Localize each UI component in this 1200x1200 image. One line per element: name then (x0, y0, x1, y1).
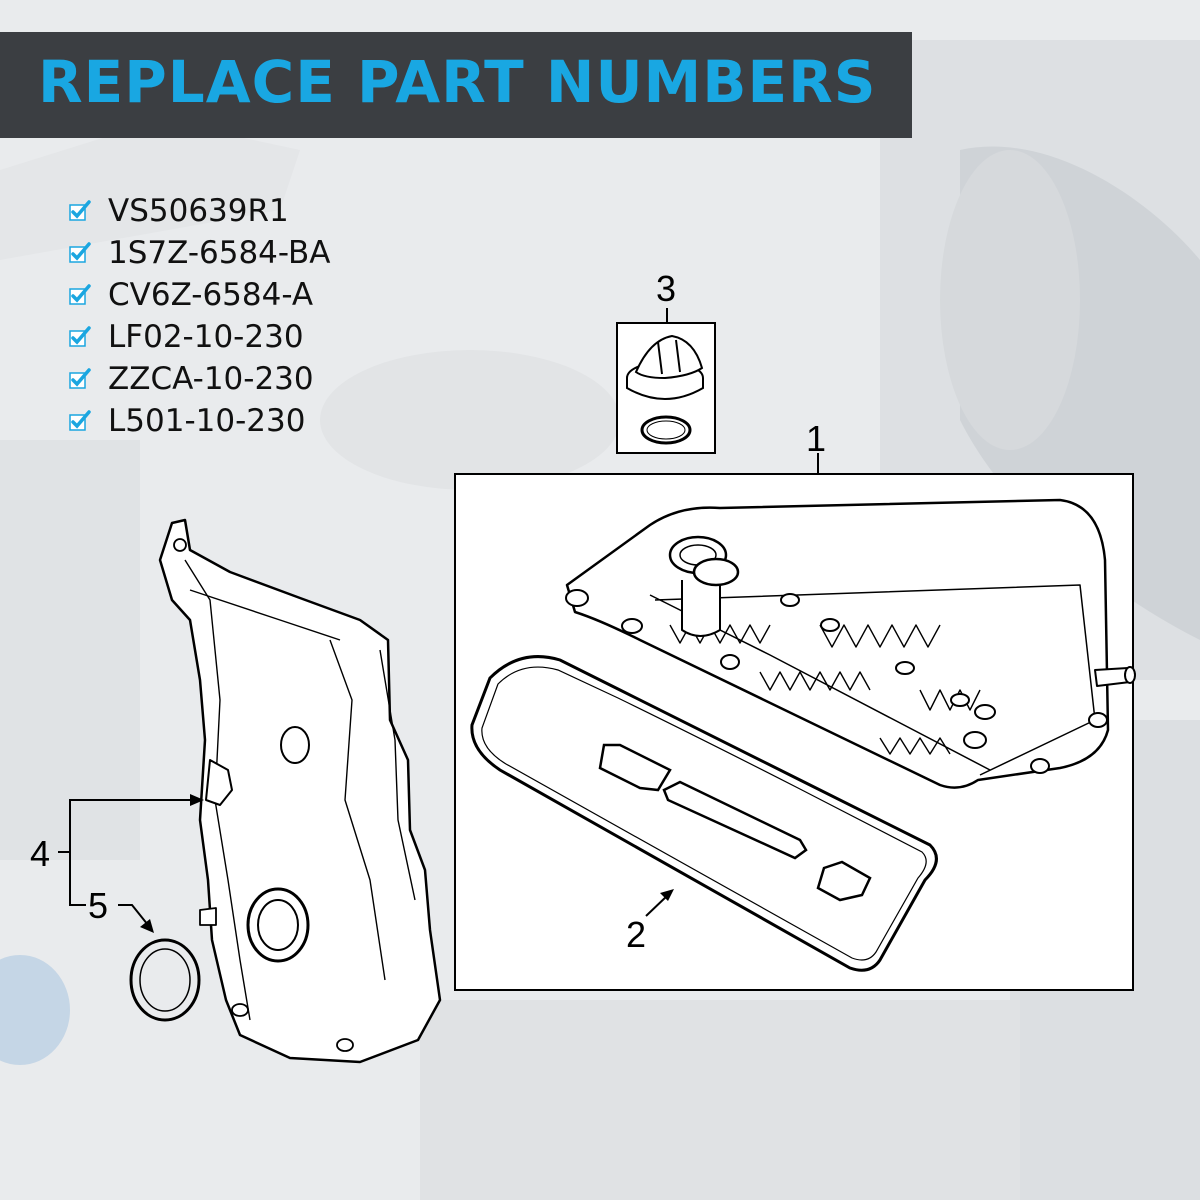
list-item: VS50639R1 (68, 190, 330, 232)
list-item: L501-10-230 (68, 400, 330, 442)
part-number: VS50639R1 (108, 193, 289, 229)
timing-cover-icon (158, 518, 442, 1064)
callout-bracket-4-5 (58, 799, 194, 926)
o-ring-icon (640, 415, 692, 445)
oil-cap-inset (616, 308, 716, 454)
banner-title: REPLACE PART NUMBERS (38, 48, 877, 116)
list-item: ZZCA-10-230 (68, 358, 330, 400)
title-banner: REPLACE PART NUMBERS (0, 32, 912, 138)
callout-label-2: 2 (626, 914, 647, 955)
callout-label-4: 4 (30, 833, 51, 874)
valve-cover-gasket-icon (470, 655, 938, 972)
callout-label-1: 1 (806, 418, 827, 459)
callout-arrowhead-4 (190, 794, 204, 806)
oil-filler-cap-icon (626, 334, 704, 400)
callout-label-3: 3 (656, 268, 677, 309)
callout-arrowhead-5 (140, 919, 154, 933)
part-number-list: VS50639R1 1S7Z-6584-BA CV6Z-6584-A LF02-… (68, 190, 330, 442)
callout-label-5: 5 (88, 885, 109, 926)
valve-cover-box (454, 453, 1136, 991)
valve-cover-icon (565, 498, 1136, 789)
checkbox-checked-icon (69, 368, 91, 389)
list-item: LF02-10-230 (68, 316, 330, 358)
crankshaft-seal-icon (129, 938, 201, 1022)
checkbox-checked-icon (69, 326, 91, 347)
checkbox-checked-icon (69, 410, 91, 431)
part-number: ZZCA-10-230 (108, 361, 314, 397)
checkbox-checked-icon (69, 200, 91, 221)
callout-arrow-2 (645, 889, 674, 917)
checkbox-checked-icon (69, 242, 91, 263)
checkbox-checked-icon (69, 284, 91, 305)
list-item: 1S7Z-6584-BA (68, 232, 330, 274)
part-number: 1S7Z-6584-BA (108, 235, 331, 271)
part-number: LF02-10-230 (108, 319, 304, 355)
part-number: CV6Z-6584-A (108, 277, 314, 313)
list-item: CV6Z-6584-A (68, 274, 330, 316)
part-number: L501-10-230 (108, 403, 306, 439)
